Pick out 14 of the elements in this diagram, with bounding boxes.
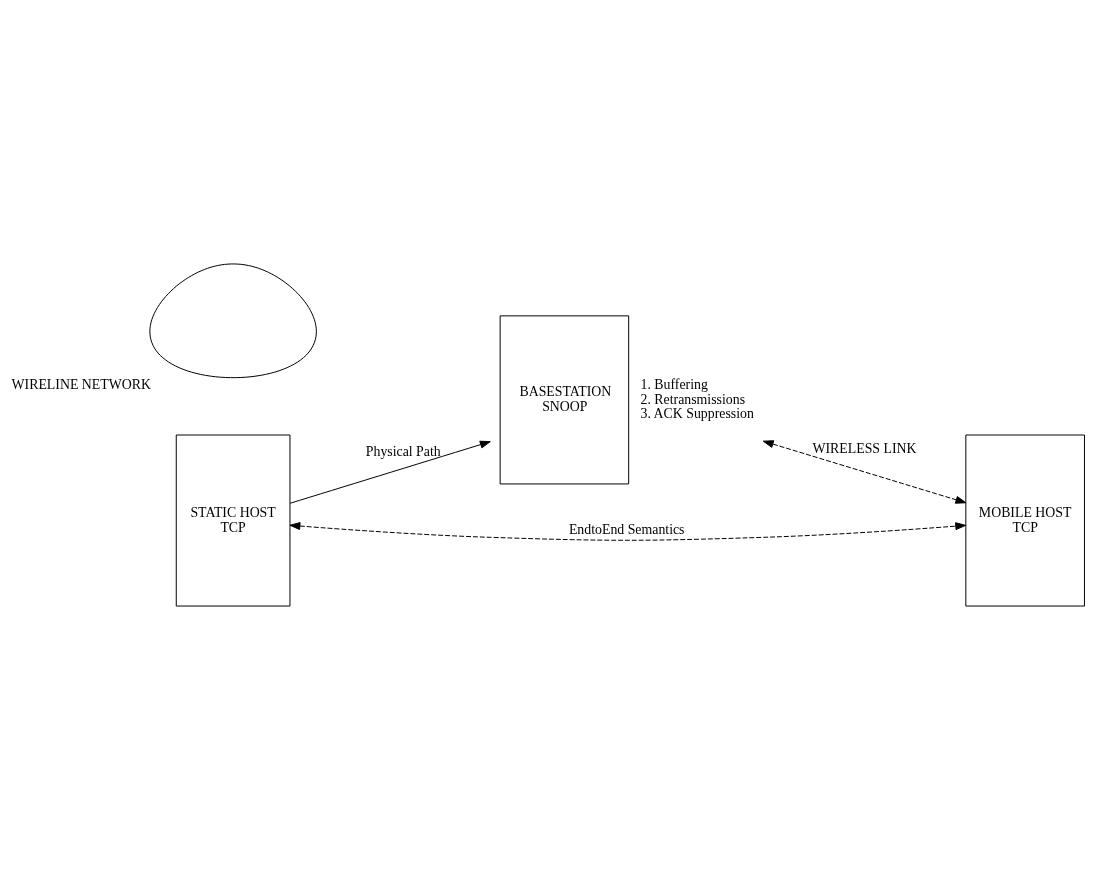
- node-box: STATIC HOST TCP: [175, 434, 291, 607]
- arrow: [289, 440, 491, 504]
- edge-label: WIRELESS LINK: [812, 441, 917, 457]
- node-box: MOBILE HOST TCP: [965, 434, 1085, 607]
- node-label: 3. ACK Suppression: [640, 406, 754, 422]
- node-label: WIRELINE NETWORK: [11, 376, 151, 392]
- edge-label: Physical Path: [365, 444, 441, 460]
- node-box: BASESTATION SNOOP: [499, 315, 630, 485]
- node-label: 1. Buffering: [640, 376, 708, 392]
- edge-label: EndtoEnd Semantics: [568, 521, 685, 537]
- node-cloud: [149, 263, 317, 379]
- node-label: 2. Retransmissions: [640, 391, 746, 407]
- arrow: [762, 440, 967, 504]
- arrow: [289, 522, 967, 541]
